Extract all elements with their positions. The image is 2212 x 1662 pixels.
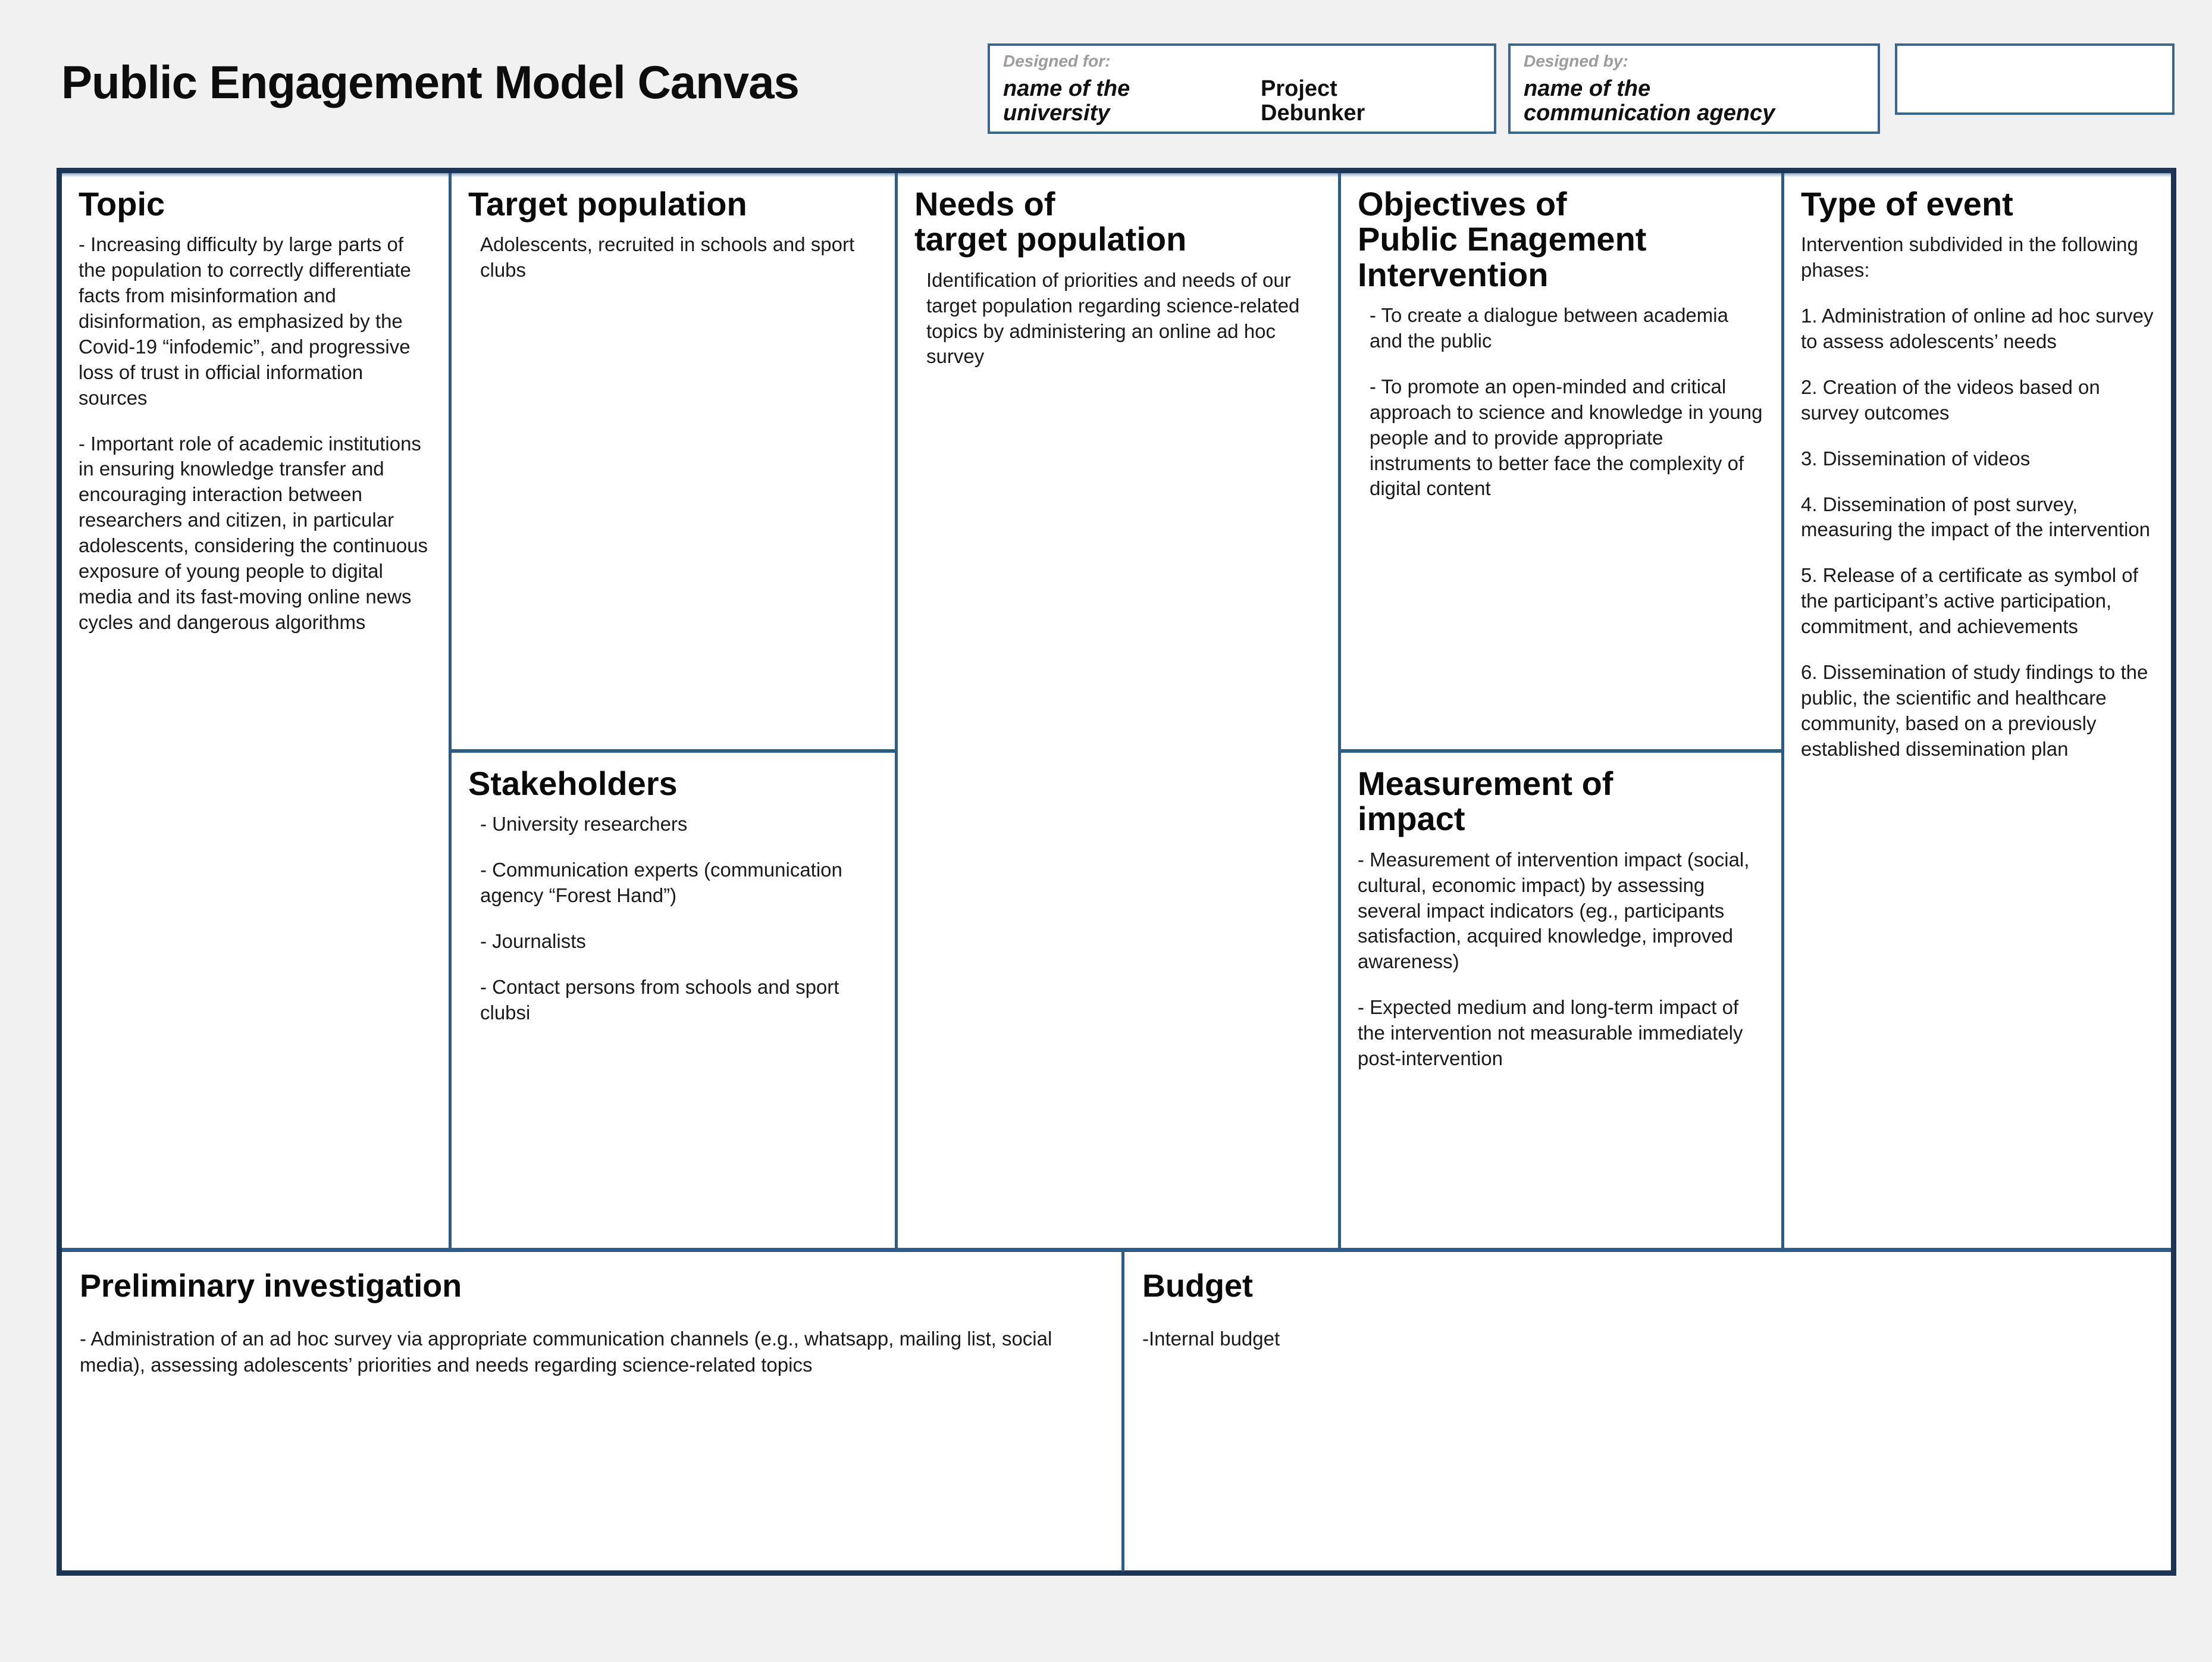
- cell-type-of-event-title: Type of event: [1801, 185, 2013, 223]
- cell-objectives-column: Objectives of Public Enagement Intervent…: [1341, 173, 1784, 1248]
- blank-note-box[interactable]: [1895, 43, 2175, 115]
- stakeholder-item-1: - University researchers: [480, 813, 688, 835]
- cell-needs-title: Needs of target population: [914, 185, 1187, 258]
- type-of-event-phase-6: 6. Dissemination of study findings to th…: [1801, 661, 2148, 760]
- stakeholder-item-3: - Journalists: [480, 930, 586, 953]
- stakeholder-item-2: - Communication experts (communication a…: [480, 859, 842, 907]
- cell-type-of-event[interactable]: Type of event Intervention subdivided in…: [1784, 173, 2171, 1248]
- designed-by-label: Designed by:: [1524, 52, 1628, 70]
- designed-for-label: Designed for:: [1003, 52, 1111, 70]
- cell-topic[interactable]: Topic - Increasing difficulty by large p…: [62, 173, 452, 1248]
- cell-objectives-body-1: - To create a dialogue between academia …: [1370, 304, 1728, 352]
- designed-for-box[interactable]: Designed for: name of the university Pro…: [988, 43, 1496, 134]
- cell-target-column: Target population Adolescents, recruited…: [452, 173, 898, 1248]
- canvas-header: Public Engagement Model Canvas Designed …: [57, 33, 2175, 149]
- cell-preliminary-investigation-title: Preliminary investigation: [80, 1268, 462, 1304]
- cell-measurement-body-2: - Expected medium and long-term impact o…: [1358, 996, 1743, 1069]
- cell-target-population-title: Target population: [468, 185, 747, 223]
- stakeholder-item-4: - Contact persons from schools and sport…: [480, 975, 839, 1024]
- type-of-event-phase-1: 1. Administration of online ad hoc surve…: [1801, 305, 2154, 353]
- canvas-bottom-row: Preliminary investigation - Administrati…: [62, 1248, 2171, 1572]
- cell-budget-body: -Internal budget: [1142, 1328, 1280, 1350]
- cell-budget[interactable]: Budget -Internal budget: [1124, 1252, 2171, 1572]
- canvas-top-row: Topic - Increasing difficulty by large p…: [62, 173, 2171, 1248]
- cell-objectives-body-2: - To promote an open-minded and critical…: [1370, 375, 1763, 500]
- type-of-event-phase-3: 3. Dissemination of videos: [1801, 447, 2031, 470]
- canvas-grid: Topic - Increasing difficulty by large p…: [57, 168, 2176, 1576]
- type-of-event-phase-4: 4. Dissemination of post survey, measuri…: [1801, 493, 2150, 541]
- designed-by-box[interactable]: Designed by: name of the communication a…: [1508, 43, 1880, 134]
- cell-objectives-title: Objectives of Public Enagement Intervent…: [1358, 185, 1647, 293]
- cell-measurement-body-1: - Measurement of intervention impact (so…: [1358, 848, 1750, 973]
- cell-preliminary-investigation-body: - Administration of an ad hoc survey via…: [80, 1328, 1052, 1376]
- type-of-event-phase-2: 2. Creation of the videos based on surve…: [1801, 375, 2100, 424]
- cell-measurement-title: Measurement of impact: [1358, 765, 1613, 838]
- project-name-value: Project Debunker: [1261, 76, 1365, 126]
- cell-budget-title: Budget: [1142, 1268, 1253, 1304]
- type-of-event-intro: Intervention subdivided in the following…: [1801, 233, 2138, 281]
- cell-target-population[interactable]: Target population Adolescents, recruited…: [452, 173, 895, 749]
- cell-preliminary-investigation[interactable]: Preliminary investigation - Administrati…: [62, 1252, 1124, 1572]
- cell-stakeholders[interactable]: Stakeholders - University researchers - …: [452, 749, 895, 1248]
- cell-measurement-of-impact[interactable]: Measurement of impact - Measurement of i…: [1341, 749, 1781, 1248]
- cell-objectives[interactable]: Objectives of Public Enagement Intervent…: [1341, 173, 1781, 749]
- designed-by-value: name of the communication agency: [1524, 76, 1775, 126]
- cell-topic-body-1: - Increasing difficulty by large parts o…: [79, 233, 411, 409]
- cell-topic-body-2: - Important role of academic institution…: [79, 432, 428, 633]
- type-of-event-phase-5: 5. Release of a certificate as symbol of…: [1801, 564, 2138, 638]
- page-title: Public Engagement Model Canvas: [61, 56, 800, 108]
- cell-needs[interactable]: Needs of target population Identificatio…: [898, 173, 1341, 1248]
- cell-needs-body: Identification of priorities and needs o…: [926, 268, 1300, 368]
- cell-target-population-body: Adolescents, recruited in schools and sp…: [480, 233, 855, 281]
- designed-for-value: name of the university: [1003, 76, 1130, 126]
- cell-topic-title: Topic: [79, 185, 165, 223]
- cell-stakeholders-title: Stakeholders: [468, 765, 678, 802]
